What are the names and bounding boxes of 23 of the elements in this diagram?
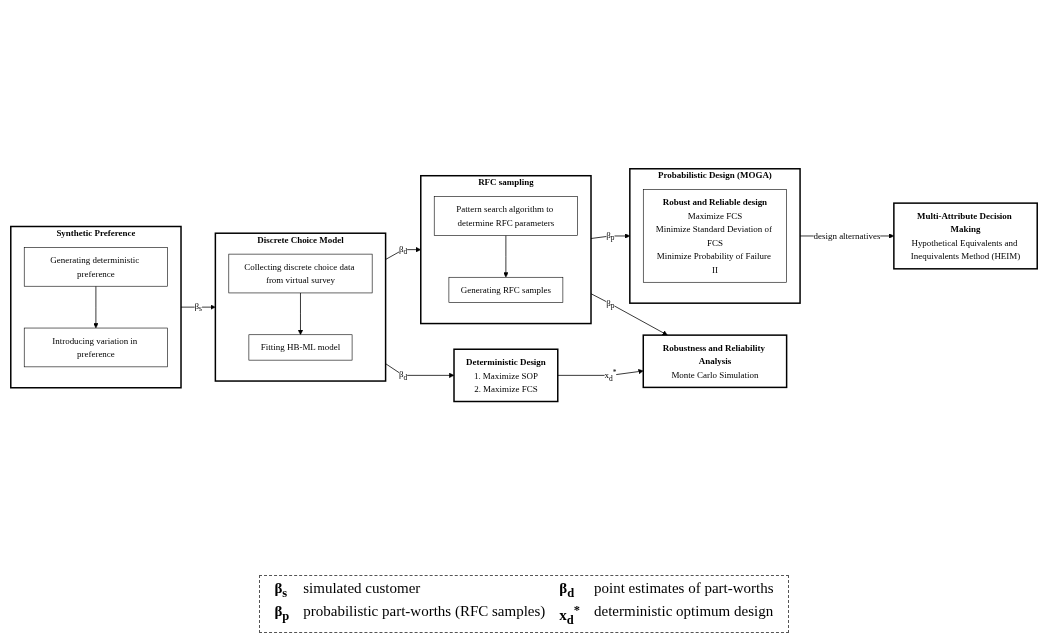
- node-box: Deterministic Design 1. Maximize SOP 2. Maximize FCS: [453, 348, 559, 403]
- node-box: Fitting HB-ML model: [248, 334, 353, 361]
- node-box: Multi-Attribute Decision Making Hypothetical Equivalents and Inequivalents Method (HEIM): [893, 202, 1038, 270]
- edge-label: β$_{p}$: [606, 298, 615, 311]
- symbol-label: β$_{d}$: [559, 580, 576, 601]
- node-box: Generating RFC samples: [448, 277, 564, 304]
- symbol-label: β$_{p}$: [274, 603, 290, 625]
- symbol-definition: probabilistic part-worths (RFC samples): [303, 603, 546, 621]
- symbol-label: β$_{s}$: [274, 580, 289, 601]
- node-box: Robust and Reliable design Maximize FCS Minimize Standard Deviation of FCS Minimize Probability of Failure II: [642, 189, 787, 283]
- edge-label: β$_{s}$: [194, 301, 202, 314]
- node-box: Collecting discrete choice data from virtual survey: [228, 254, 373, 294]
- edge-label: β$_{d}$: [399, 244, 408, 257]
- node-box: Robustness and Reliability Analysis Monte Carlo Simulation: [642, 334, 788, 389]
- symbol-definition: point estimates of part-worths: [594, 580, 774, 598]
- edge-label: β$_{p}$: [606, 230, 615, 243]
- edge-label: β$_{d}$: [399, 369, 408, 382]
- edge-label: design alternatives: [813, 231, 881, 241]
- symbol-definition: simulated customer: [303, 580, 422, 598]
- symbol-definition: deterministic optimum design: [594, 603, 774, 621]
- node-box: Pattern search algorithm to determine RFC parameters: [433, 196, 578, 237]
- node-box: Introducing variation in preference: [23, 328, 168, 368]
- node-box: Generating deterministic preference: [23, 247, 168, 287]
